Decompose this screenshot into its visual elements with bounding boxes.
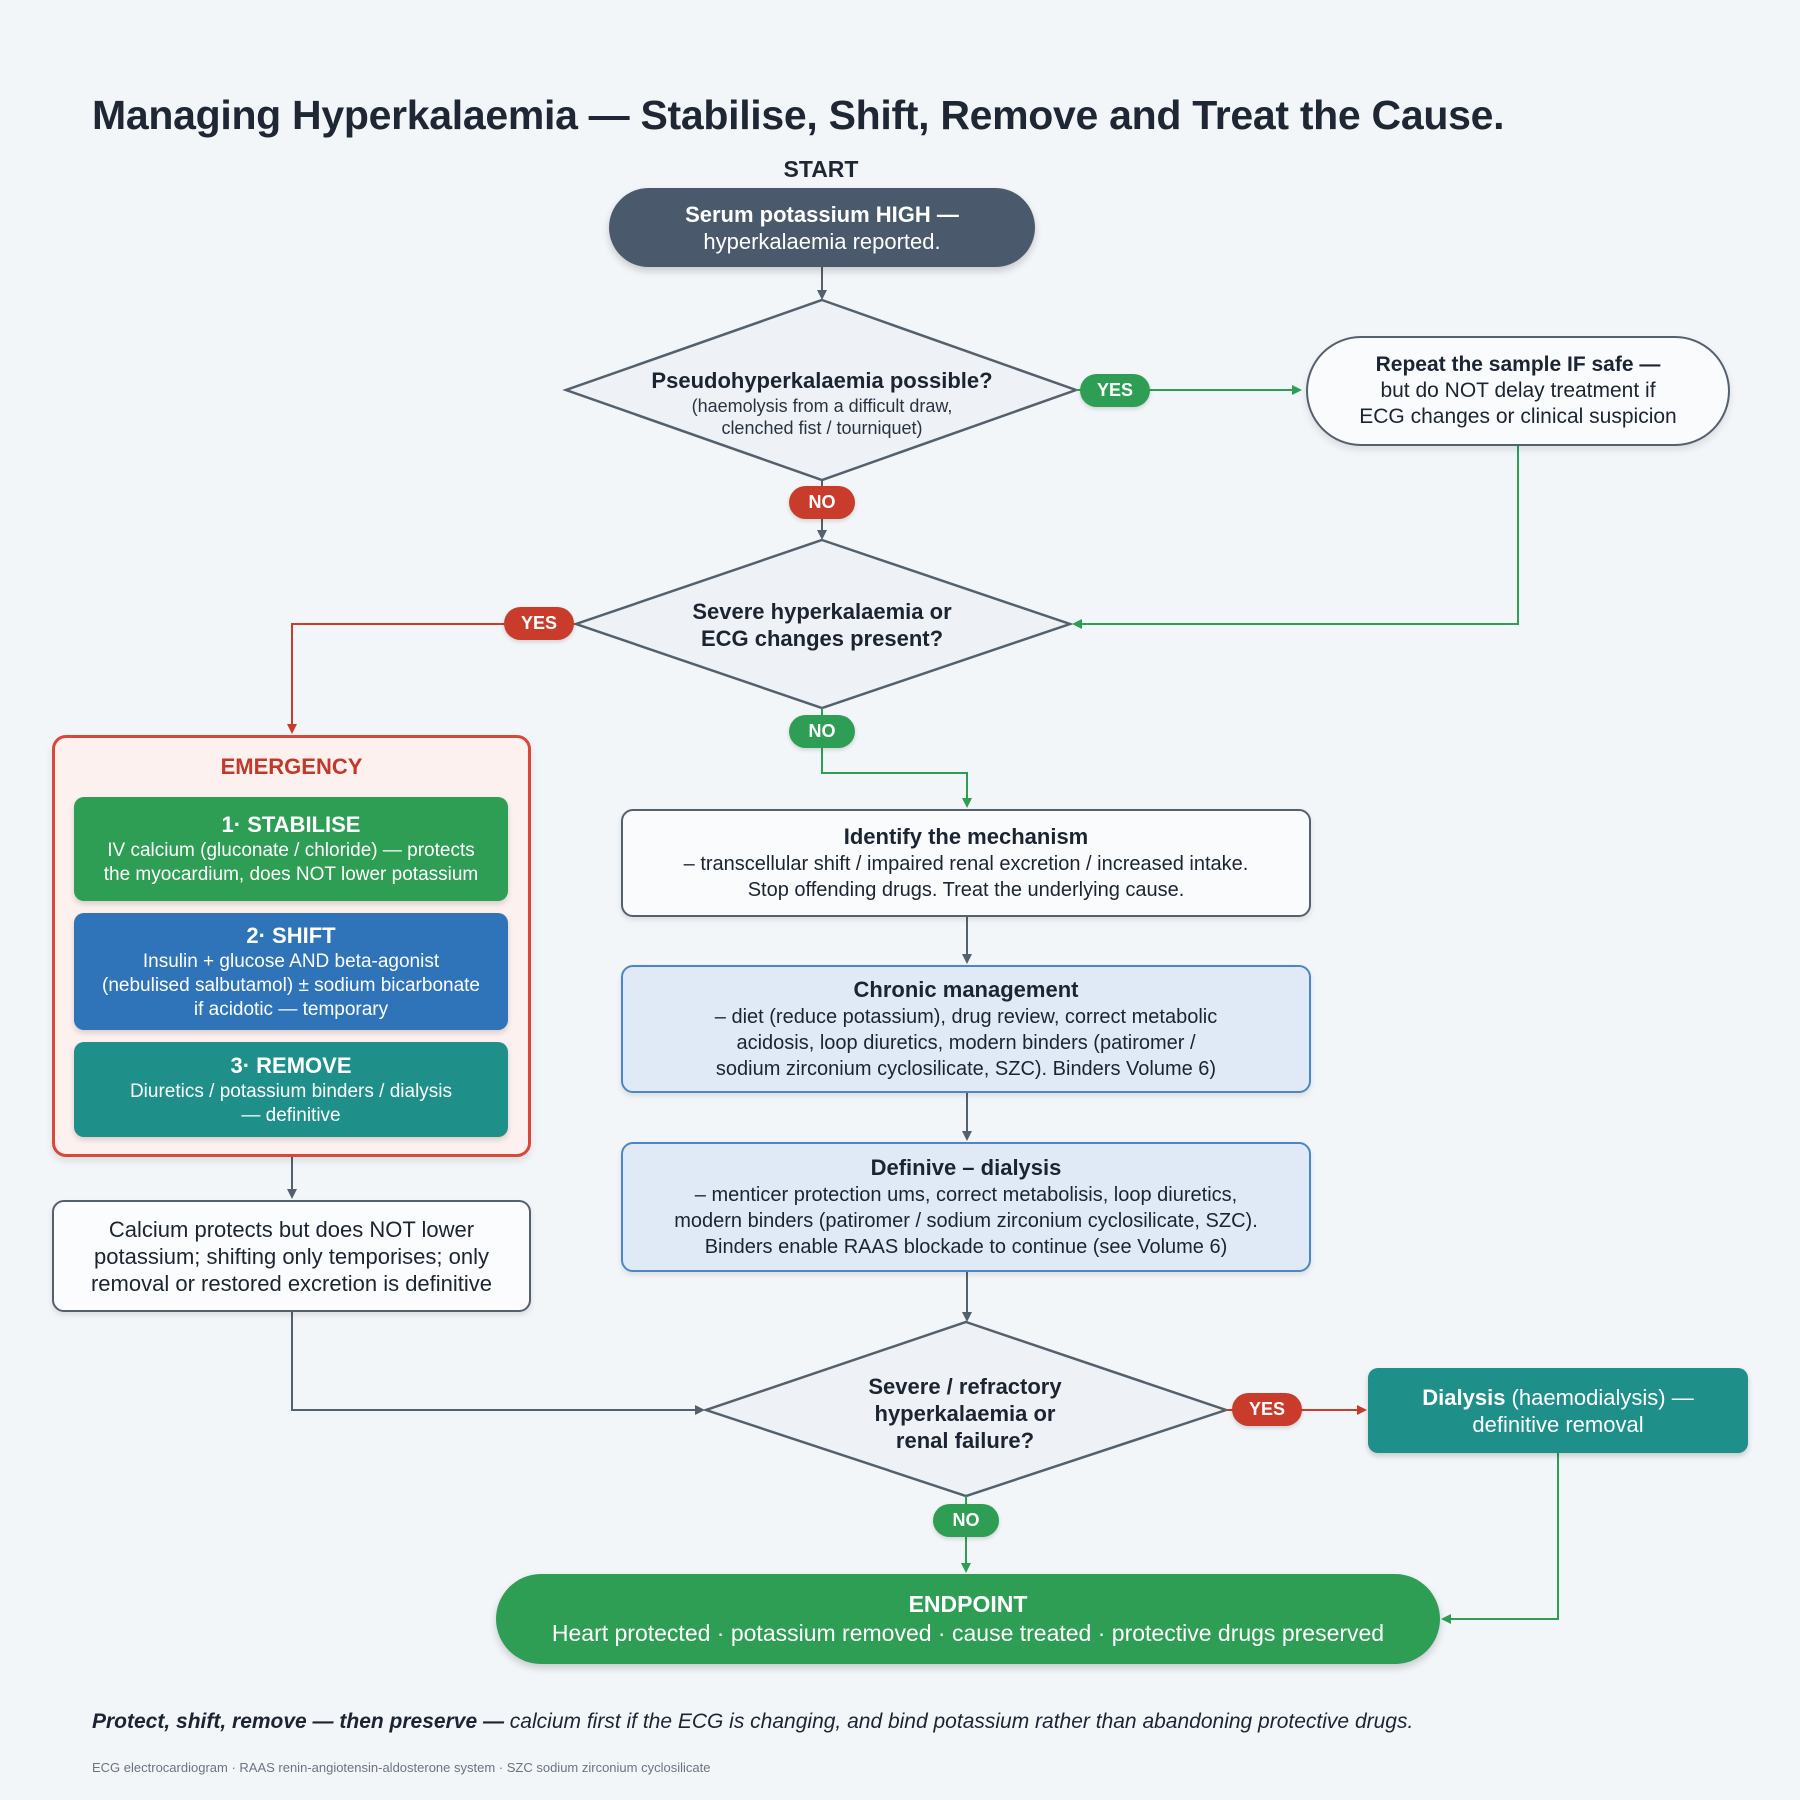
repeat-line1: Repeat the sample IF safe — xyxy=(1375,353,1661,376)
dialysis-bold: Dialysis xyxy=(1422,1384,1506,1410)
dialysis-rest: (haemodialysis) — xyxy=(1505,1384,1694,1410)
step-remove-line2: — definitive xyxy=(241,1104,341,1126)
page-title: Managing Hyperkalaemia — Stabilise, Shif… xyxy=(92,92,1505,138)
decision-severe-yes-badge: YES xyxy=(504,607,574,640)
definitive-line1: – menticer protection ums, correct metab… xyxy=(694,1184,1238,1206)
chronic-heading: Chronic management xyxy=(853,977,1079,1002)
step-stabilise-line1: IV calcium (gluconate / chloride) — prot… xyxy=(107,840,475,861)
repeat-line3: ECG changes or clinical suspicion xyxy=(1359,405,1677,428)
decision-pseudo-text: Pseudohyperkalaemia possible? (haemolysi… xyxy=(590,358,1054,448)
emergency-title: EMERGENCY xyxy=(220,754,363,779)
chronic-line3: sodium zirconium cyclosilicate, SZC). Bi… xyxy=(715,1058,1217,1080)
note-line2: potassium; shifting only temporises; onl… xyxy=(94,1243,489,1269)
mechanism-node: Identify the mechanism – transcellular s… xyxy=(621,809,1311,917)
definitive-line3: Binders enable RAAS blockade to continue… xyxy=(704,1236,1228,1258)
step-shift-line1: Insulin + glucose AND beta-agonist xyxy=(142,950,440,972)
definitive-dialysis-node: Definive – dialysis – menticer protectio… xyxy=(621,1142,1311,1272)
start-label: START xyxy=(783,156,859,182)
start-line2: hyperkalaemia reported. xyxy=(703,228,941,254)
decision-pseudo-no-badge: NO xyxy=(789,486,855,519)
step-shift-line2: (nebulised salbutamol) ± sodium bicarbon… xyxy=(102,974,480,996)
chronic-management-node: Chronic management – diet (reduce potass… xyxy=(621,965,1311,1093)
footer-summary: Protect, shift, remove — then preserve —… xyxy=(92,1710,1742,1734)
definitive-line2: modern binders (patiromer / sodium zirco… xyxy=(674,1210,1258,1232)
dialysis-node: Dialysis (haemodialysis) — definitive re… xyxy=(1368,1368,1748,1453)
definitive-heading: Definive – dialysis xyxy=(870,1155,1062,1180)
start-node: Serum potassium HIGH — hyperkalaemia rep… xyxy=(609,188,1035,267)
start-line1: Serum potassium HIGH — xyxy=(685,201,959,227)
mechanism-line2: Stop offending drugs. Treat the underlyi… xyxy=(747,879,1185,901)
decision-severe-line1: Severe hyperkalaemia or xyxy=(692,599,952,624)
endpoint-node: ENDPOINT Heart protected · potassium rem… xyxy=(496,1574,1440,1664)
chronic-line2: acidosis, loop diuretics, modern binders… xyxy=(736,1032,1196,1054)
mechanism-line1: – transcellular shift / impaired renal e… xyxy=(683,853,1249,875)
endpoint-heading: ENDPOINT xyxy=(908,1591,1028,1617)
footer-bold: Protect, shift, remove — then preserve — xyxy=(92,1710,504,1733)
calcium-note-node: Calcium protects but does NOT lower pota… xyxy=(52,1200,531,1312)
step-remove-heading: 3· REMOVE xyxy=(230,1052,352,1078)
decision-refractory-text: Severe / refractory hyperkalaemia or ren… xyxy=(800,1368,1130,1458)
decision-refractory-no-badge: NO xyxy=(933,1504,999,1537)
decision-refractory-line1: Severe / refractory xyxy=(868,1373,1062,1399)
step-shift-heading: 2· SHIFT xyxy=(246,922,336,948)
decision-severe-no-badge: NO xyxy=(789,715,855,748)
dialysis-line2: definitive removal xyxy=(1472,1411,1644,1437)
step-shift-line3: if acidotic — temporary xyxy=(193,998,389,1020)
decision-severe-line2: ECG changes present? xyxy=(700,626,944,651)
decision-refractory-line3: renal failure? xyxy=(895,1427,1035,1453)
decision-refractory-line2: hyperkalaemia or xyxy=(874,1400,1056,1426)
note-line3: removal or restored excretion is definit… xyxy=(90,1270,493,1296)
mechanism-heading: Identify the mechanism xyxy=(843,824,1089,849)
repeat-sample-node: Repeat the sample IF safe — but do NOT d… xyxy=(1306,336,1730,446)
step-shift: 2· SHIFT Insulin + glucose AND beta-agon… xyxy=(74,913,508,1030)
step-remove-line1: Diuretics / potassium binders / dialysis xyxy=(129,1080,453,1102)
repeat-line2: but do NOT delay treatment if xyxy=(1380,379,1656,402)
chronic-line1: – diet (reduce potassium), drug review, … xyxy=(714,1006,1218,1028)
step-stabilise: 1· STABILISE IV calcium (gluconate / chl… xyxy=(74,797,508,901)
note-line1: Calcium protects but does NOT lower xyxy=(108,1216,475,1242)
decision-pseudo-question: Pseudohyperkalaemia possible? xyxy=(651,368,993,393)
decision-pseudo-yes-badge: YES xyxy=(1080,374,1150,407)
step-stabilise-line2: the myocardium, does NOT lower potassium xyxy=(103,864,479,885)
endpoint-line: Heart protected · potassium removed · ca… xyxy=(551,1620,1385,1646)
decision-refractory-yes-badge: YES xyxy=(1232,1393,1302,1426)
decision-pseudo-sub1: (haemolysis from a difficult draw, xyxy=(691,396,953,416)
decision-pseudo-sub2: clenched fist / tourniquet) xyxy=(721,418,923,438)
decision-severe-text: Severe hyperkalaemia or ECG changes pres… xyxy=(620,592,1024,658)
abbreviations: ECG electrocardiogram · RAAS renin-angio… xyxy=(92,1760,711,1775)
step-stabilise-heading: 1· STABILISE xyxy=(221,812,361,837)
step-remove: 3· REMOVE Diuretics / potassium binders … xyxy=(74,1042,508,1137)
footer-rest: calcium first if the ECG is changing, an… xyxy=(503,1710,1414,1733)
